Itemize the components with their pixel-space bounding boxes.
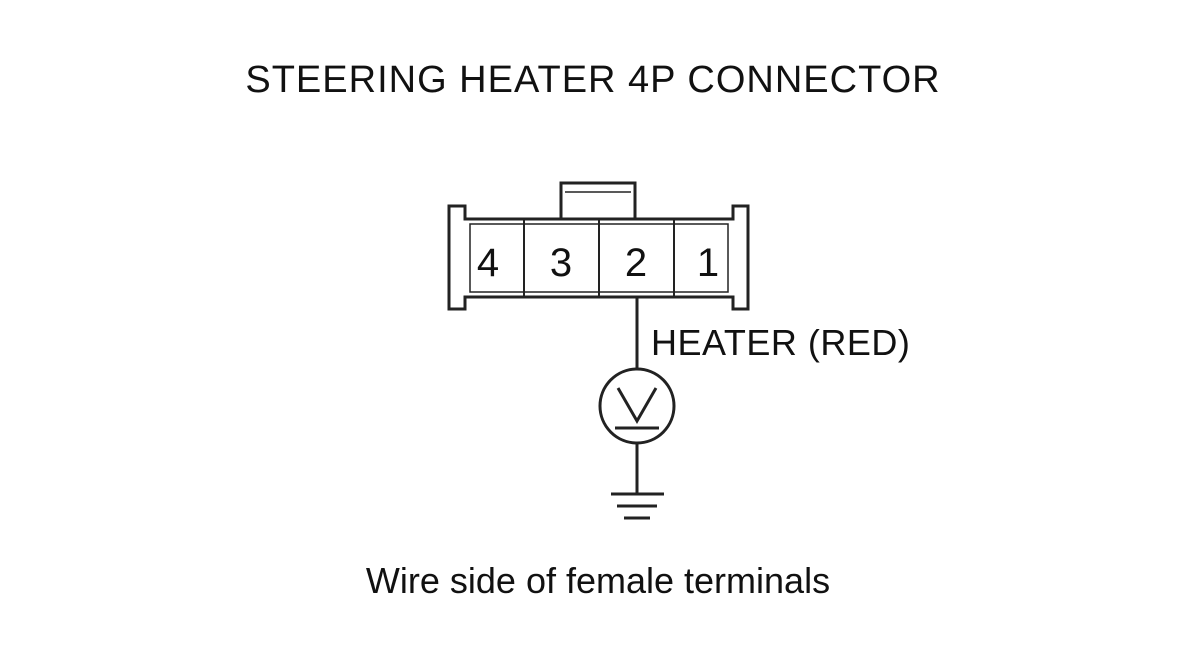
terminal-4: 4	[477, 241, 499, 285]
voltmeter-icon	[598, 367, 676, 445]
diagram-title: STEERING HEATER 4P CONNECTOR	[245, 59, 940, 101]
connector-lock-tab	[559, 181, 637, 221]
terminal-2: 2	[625, 241, 647, 285]
connector-body: 4 3 2 1	[447, 181, 750, 311]
diagram-caption: Wire side of female terminals	[366, 560, 830, 601]
connector-outline	[447, 204, 750, 311]
terminal-3: 3	[550, 241, 572, 285]
wire-label: HEATER (RED)	[651, 322, 910, 363]
terminal-1: 1	[697, 241, 719, 285]
ground-icon	[611, 492, 664, 520]
